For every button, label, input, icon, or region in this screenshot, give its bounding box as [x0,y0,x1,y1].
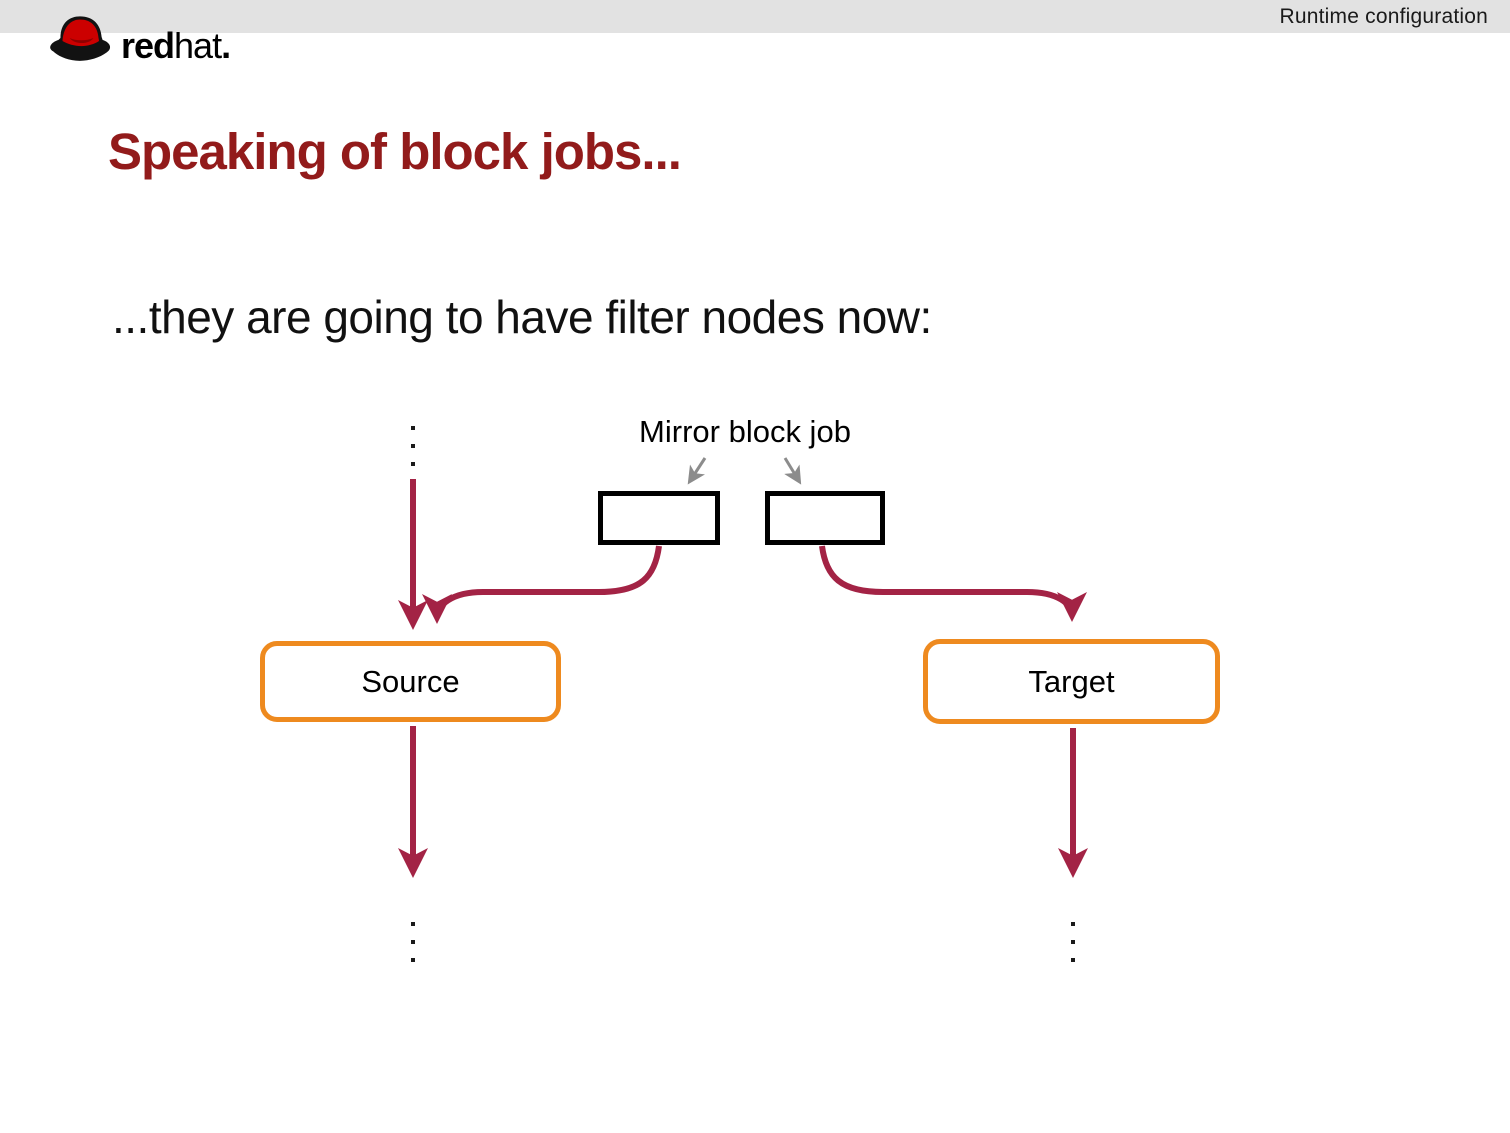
section-label: Runtime configuration [1279,4,1488,28]
target-node-label: Target [1028,663,1115,699]
right-filter-to-target-arrow [819,545,1087,622]
mirror-pointer-left-icon [687,457,707,485]
logo-period: . [221,25,231,66]
redhat-logo: redhat. [45,10,231,68]
slide-body-text: ...they are going to have filter nodes n… [112,291,932,343]
logo-word-red: red [121,25,175,66]
slide-title: Speaking of block jobs... [108,123,682,180]
logo-word-hat: hat [174,25,222,66]
source-node: Source [260,641,561,722]
filter-node-right [765,491,885,545]
redhat-logo-text: redhat. [121,25,231,68]
mirror-pointer-right-icon [783,457,802,485]
mirror-block-job-label: Mirror block job [639,414,851,449]
target-node: Target [923,639,1220,724]
left-filter-to-source-arrow [422,545,662,624]
topbar: Runtime configuration [0,0,1510,33]
source-node-label: Source [361,663,460,699]
redhat-fedora-icon [50,16,111,61]
filter-node-left [598,491,720,545]
